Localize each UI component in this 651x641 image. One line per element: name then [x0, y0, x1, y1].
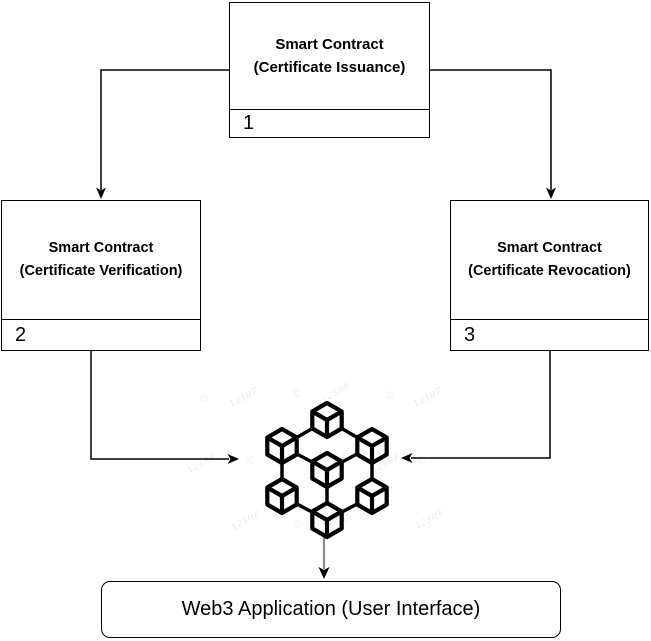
- node-title-line2: (Certificate Revocation): [468, 263, 631, 279]
- arrow-issuance-to-revocation: [430, 69, 556, 199]
- node-certificate-verification: Smart Contract (Certificate Verification…: [1, 200, 201, 351]
- node-certificate-issuance: Smart Contract (Certificate Issuance) 1: [229, 2, 430, 138]
- arrow-blockchain-to-web3: [318, 532, 330, 579]
- node-title-line2: (Certificate Issuance): [253, 59, 406, 76]
- node-number: 1: [243, 112, 255, 134]
- node-title-line1: Smart Contract: [48, 240, 154, 256]
- node-title: Smart Contract (Certificate Revocation): [451, 201, 648, 319]
- arrow-verification-to-blockchain: [90, 351, 239, 464]
- node-number-row: 2: [2, 319, 200, 350]
- node-title-line2: (Certificate Verification): [19, 263, 183, 279]
- blockchain-network-icon: [267, 403, 386, 537]
- node-number-row: 1: [230, 109, 429, 137]
- node-number: 2: [15, 323, 27, 346]
- node-number: 3: [464, 323, 476, 346]
- node-title-line1: Smart Contract: [497, 240, 602, 256]
- node-title: Smart Contract (Certificate Verification…: [2, 201, 200, 319]
- arrow-issuance-to-verification: [96, 69, 230, 199]
- node-certificate-revocation: Smart Contract (Certificate Revocation) …: [450, 200, 649, 351]
- node-web3-application: Web3 Application (User Interface): [101, 581, 561, 638]
- node-title: Smart Contract (Certificate Issuance): [230, 3, 429, 109]
- node-number-row: 3: [451, 319, 648, 350]
- web3-label: Web3 Application (User Interface): [181, 598, 481, 620]
- node-title-line1: Smart Contract: [275, 36, 384, 53]
- arrow-revocation-to-blockchain: [401, 351, 551, 463]
